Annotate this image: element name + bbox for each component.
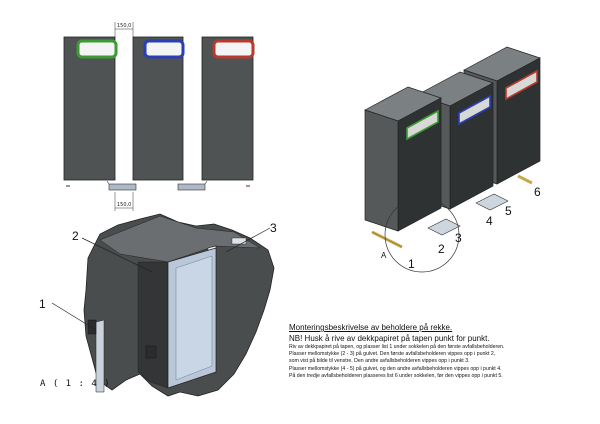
detail-label: A: [381, 251, 387, 260]
iso-callout-3: 3: [455, 231, 462, 245]
front-spacer-2: [177, 183, 206, 191]
detail-view: 1 2 3: [39, 213, 277, 397]
iso-callout-5: 5: [505, 204, 512, 218]
detail-circle: [384, 197, 460, 273]
iso-callout-1: 1: [408, 257, 415, 271]
front-handle-red: [212, 39, 255, 59]
detail-caption: A ( 1 : 4 ): [40, 379, 111, 389]
instructions-title: Monteringsbeskrivelse av beholdere på re…: [289, 323, 453, 332]
iso-callout-4: 4: [486, 214, 493, 228]
iso-view: 1 2 3 4 5 6 A: [364, 46, 541, 273]
dim-top-label: 150,0: [117, 23, 131, 29]
instructions-note: NB! Husk å rive av dekkpapiret på tapen …: [289, 334, 490, 343]
detail-callout-2: 2: [72, 229, 79, 243]
detail-callout-1: 1: [39, 297, 46, 311]
instruction-line: som vist på bilde til venstre. Den andre…: [289, 358, 470, 365]
instruction-line: Plasser mellomstykke (2 - 3) på gulvet. …: [289, 351, 496, 358]
front-cabinet-1: [63, 36, 116, 181]
front-handle-blue: [143, 39, 185, 59]
instructions-block: Monteringsbeskrivelse av beholdere på re…: [289, 322, 594, 380]
iso-callout-2: 2: [438, 242, 445, 256]
front-view: 150,0 150,0: [63, 22, 255, 211]
front-spacer-1: [108, 183, 137, 191]
instruction-line: På den tredje avfallsbeholderen plassere…: [289, 372, 503, 379]
detail-callout-3: 3: [270, 221, 277, 235]
dim-bottom-label: 150,0: [117, 202, 131, 208]
instruction-line: Riv av dekkpapiret på tapen, og plasser …: [289, 344, 505, 350]
instruction-line: Plasser mellomstykke (4 - 5) på gulvet, …: [289, 365, 502, 372]
iso-cabinet-1: [364, 86, 442, 232]
front-handle-green: [76, 39, 118, 59]
iso-callout-6: 6: [534, 185, 541, 199]
front-cabinet-3: [201, 36, 254, 181]
front-cabinet-2: [132, 36, 184, 181]
